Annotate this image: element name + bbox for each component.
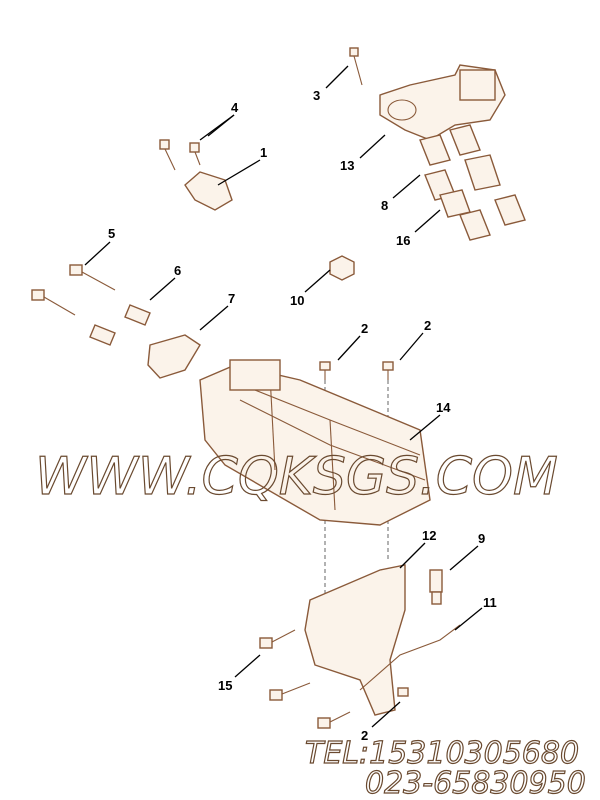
callout-label: 7 [228,291,235,306]
bolt-part-3 [349,47,363,86]
bolts-part-15 [259,629,351,729]
tube-part-11 [359,624,461,691]
callout-label: 14 [436,400,451,415]
callout-label: 6 [174,263,181,278]
egr-cooler-part-14 [199,359,431,526]
watermark-phone: 023-65830950 [365,766,586,800]
bolts-part-4 [159,139,201,171]
sensor-part-9 [429,569,443,605]
egr-valve-part-13 [379,64,506,141]
bolts-part-2 [319,361,409,697]
watermark-url: WWW.CQKSGS.COM [35,447,558,507]
bracket-part-1 [184,171,233,211]
callout-label: 12 [422,528,436,543]
callout-label: 16 [396,233,410,248]
gasket-part-7 [147,334,201,379]
bolts-part-5 [31,264,116,316]
watermark-tel: TEL:15310305680 [305,736,579,771]
nut-part-10 [329,255,355,281]
callout-label: 13 [340,158,354,173]
callout-label: 3 [313,88,320,103]
bracket-part-12 [304,564,406,716]
callout-label: 8 [381,198,388,213]
callout-label: 4 [231,100,239,115]
callout-label: 1 [260,145,267,160]
callout-label: 10 [290,293,304,308]
callout-label: 15 [218,678,232,693]
callout-label: 2 [424,318,431,333]
spacers-part-6 [89,304,151,346]
gaskets-part-8-16 [419,124,526,241]
callout-label: 2 [361,728,368,743]
callout-label: 11 [483,595,497,610]
callout-label: 9 [478,531,485,546]
callout-label: 2 [361,321,368,336]
callout-label: 5 [108,226,115,241]
leader-lines [84,65,483,728]
